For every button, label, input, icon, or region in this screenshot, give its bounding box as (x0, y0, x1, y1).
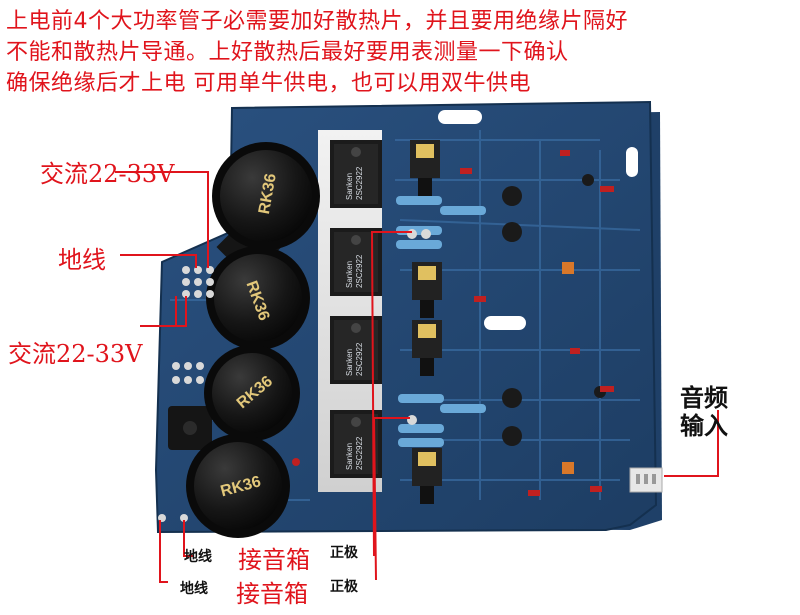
transistor-model: 2SC2922 (355, 254, 364, 288)
transistor-brand: Sanken (345, 173, 354, 200)
warning-notice: 上电前4个大功率管子必需要加好散热片，并且要用绝缘片隔好 不能和散热片导通。上好… (6, 6, 796, 99)
speaker2-connect-label: 接音箱 (236, 580, 308, 608)
driver-transistors (410, 140, 442, 504)
speaker2-positive-label: 正极 (330, 579, 358, 595)
transistor-brand: Sanken (345, 261, 354, 288)
small-components (292, 150, 614, 496)
filter-capacitors: RK36 RK36 RK36 RK36 (186, 142, 320, 538)
transistor-model: 2SC2922 (355, 436, 364, 470)
audio-input-connector (629, 467, 663, 493)
capacitor-marking: RK36 (256, 172, 280, 215)
transistor-brand: Sanken (345, 443, 354, 470)
notice-line-1: 上电前4个大功率管子必需要加好散热片，并且要用绝缘片隔好 (6, 9, 628, 34)
annotation-lines (115, 171, 719, 583)
speaker1-ground-label: 地线 (184, 549, 212, 565)
transistor-brand: Sanken (345, 349, 354, 376)
speaker1-connect-label: 接音箱 (238, 546, 310, 574)
mounting-slot (438, 110, 482, 124)
mounting-slot (626, 147, 638, 177)
audio-input-label-2: 输入 (680, 411, 728, 440)
ac-input-top-label: 交流22-33V (40, 160, 175, 188)
audio-input-label-1: 音频 (680, 383, 728, 412)
ac-input-bottom-label: 交流22-33V (8, 340, 143, 368)
notice-line-3: 确保绝缘后才上电 可用单牛供电，也可以用双牛供电 (6, 71, 531, 96)
transistor-model: 2SC2922 (355, 342, 364, 376)
speaker1-positive-label: 正极 (330, 545, 358, 561)
speaker2-ground-label: 地线 (180, 581, 208, 597)
notice-line-2: 不能和散热片导通。上好散热后最好要用表测量一下确认 (6, 40, 569, 65)
mounting-slot (484, 316, 526, 330)
transistor-model: 2SC2922 (355, 166, 364, 200)
ground-label: 地线 (58, 246, 106, 274)
